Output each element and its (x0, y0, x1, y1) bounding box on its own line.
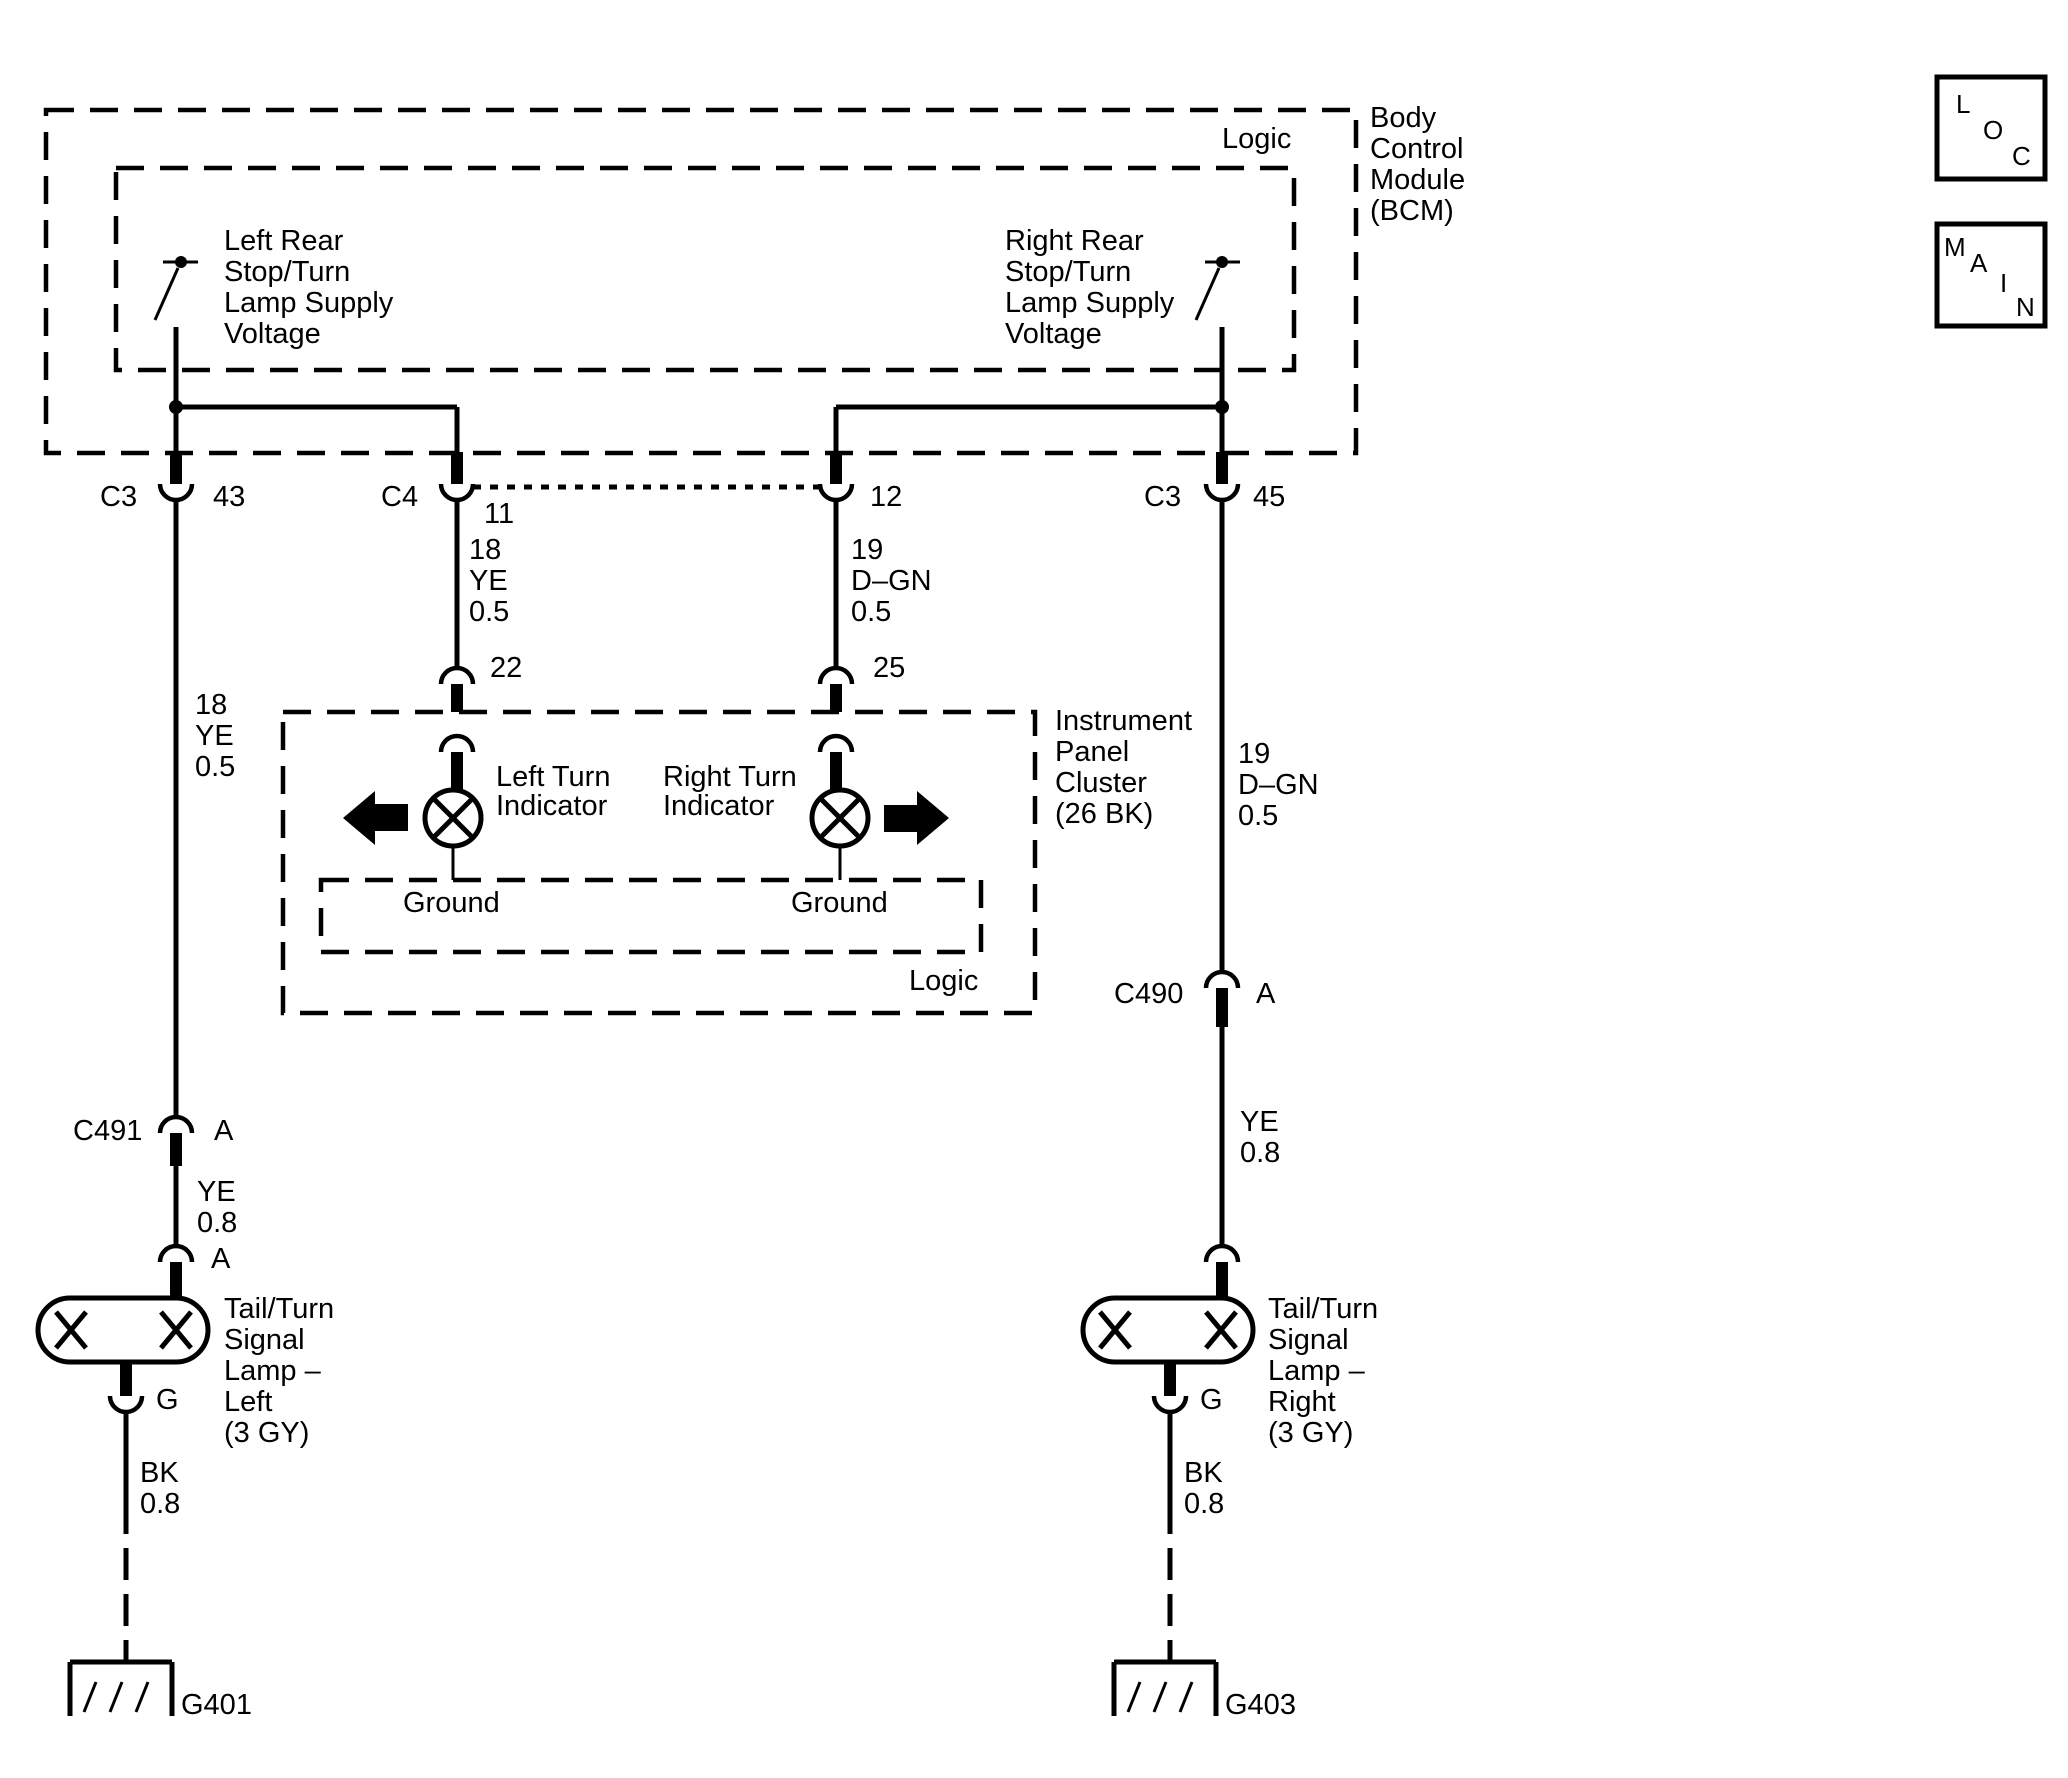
svg-text:BK: BK (140, 1457, 179, 1489)
svg-text:C3: C3 (1144, 481, 1181, 513)
loc-letter-l: L (1956, 89, 1970, 119)
left-turn-indicator-label: Left Turn Indicator (496, 761, 619, 822)
ipc-boundary (280, 709, 1038, 1016)
svg-text:A: A (214, 1115, 234, 1147)
svg-text:0.8: 0.8 (197, 1207, 237, 1239)
svg-text:C491: C491 (73, 1115, 142, 1147)
right-rear-supply-label: Right Rear Stop/Turn Lamp Supply Voltage (1005, 225, 1182, 350)
ipc-logic-boundary (318, 877, 984, 955)
svg-text:D–GN: D–GN (1238, 769, 1319, 801)
svg-text:0.5: 0.5 (469, 596, 509, 628)
right-rear-supply-switch-icon (1194, 256, 1240, 321)
right-lamp-connector-g: G (1151, 1362, 1223, 1416)
svg-text:43: 43 (213, 481, 245, 513)
svg-text:0.8: 0.8 (1184, 1488, 1224, 1520)
bcm-logic-boundary (113, 165, 1297, 373)
left-ground-label: Ground (403, 887, 500, 919)
loc-nav-button[interactable]: L O C (1934, 74, 2048, 182)
svg-text:YE: YE (1240, 1106, 1279, 1138)
wire-left-main: 18 YE 0.5 (173, 500, 235, 1117)
svg-text:25: 25 (873, 652, 905, 684)
wire-pin12-to-ipc: 19 D–GN 0.5 (833, 500, 932, 668)
svg-text:A: A (211, 1243, 231, 1275)
ipc-connector-pin-25: 25 (817, 652, 905, 712)
body-control-module: Logic Body Control Module (BCM) Left Rea… (43, 102, 1473, 456)
right-turn-indicator-lamp-icon (809, 787, 871, 880)
loc-letter-c: C (2012, 141, 2031, 171)
svg-text:45: 45 (1253, 481, 1285, 513)
wire-right-lamp-feed: YE 0.8 (1219, 1027, 1280, 1246)
svg-text:A: A (1256, 978, 1276, 1010)
left-rear-supply-switch-icon (153, 256, 198, 321)
svg-text:19: 19 (851, 534, 883, 566)
svg-text:C4: C4 (381, 481, 418, 513)
svg-text:G: G (156, 1384, 179, 1416)
ground-g401-label: G401 (181, 1689, 252, 1721)
tail-turn-lamp-left-icon (35, 1295, 211, 1365)
svg-text:0.5: 0.5 (1238, 800, 1278, 832)
right-ground-label: Ground (791, 887, 888, 919)
svg-text:BK: BK (1184, 1457, 1223, 1489)
connector-pin-12: 12 (817, 452, 902, 513)
bcm-boundary (43, 107, 1359, 456)
right-arrow-icon (884, 791, 949, 845)
svg-text:C490: C490 (1114, 978, 1183, 1010)
svg-text:G: G (1200, 1384, 1223, 1416)
left-lamp-connector-g: G (107, 1362, 179, 1416)
wire-left-ground: BK 0.8 (123, 1412, 180, 1662)
main-letter-a: A (1970, 248, 1988, 278)
right-turn-indicator-label: Right Turn Indicator (663, 761, 805, 822)
left-rear-supply-label: Left Rear Stop/Turn Lamp Supply Voltage (224, 225, 401, 350)
bcm-name-label: Body Control Module (BCM) (1370, 102, 1473, 227)
svg-text:YE: YE (195, 720, 234, 752)
main-letter-i: I (2000, 268, 2007, 298)
left-lamp-connector-a: A (157, 1243, 231, 1298)
right-lamp-connector-a (1203, 1243, 1241, 1298)
connector-c491: C491 A (73, 1114, 234, 1166)
ipc-logic-label: Logic (909, 965, 978, 997)
ground-g401-icon (67, 1659, 175, 1716)
loc-letter-o: O (1983, 115, 2003, 145)
svg-text:0.5: 0.5 (195, 751, 235, 783)
svg-text:11: 11 (484, 498, 514, 530)
ipc-name-label: Instrument Panel Cluster (26 BK) (1055, 705, 1200, 830)
main-nav-button[interactable]: M A I N (1934, 221, 2048, 329)
connector-c490: C490 A (1114, 969, 1276, 1027)
svg-text:12: 12 (870, 481, 902, 513)
svg-text:YE: YE (197, 1176, 236, 1208)
tail-turn-lamp-left-label: Tail/Turn Signal Lamp – Left (3 GY) (224, 1293, 342, 1449)
wire-left-lamp-feed: YE 0.8 (173, 1166, 237, 1246)
svg-text:D–GN: D–GN (851, 565, 932, 597)
wire-c4-to-ipc: 18 YE 0.5 (454, 500, 509, 668)
svg-text:0.5: 0.5 (851, 596, 891, 628)
svg-text:C3: C3 (100, 481, 137, 513)
ground-g403-label: G403 (1225, 1689, 1296, 1721)
svg-text:YE: YE (469, 565, 508, 597)
svg-text:22: 22 (490, 652, 522, 684)
tail-turn-lamp-right-icon (1080, 1295, 1256, 1365)
left-turn-indicator-lamp-icon (422, 787, 484, 880)
svg-text:19: 19 (1238, 738, 1270, 770)
bcm-internal-wiring (169, 327, 1229, 456)
svg-text:18: 18 (469, 534, 501, 566)
wire-right-ground: BK 0.8 (1167, 1412, 1224, 1662)
wire-right-main: 19 D–GN 0.5 (1219, 500, 1319, 972)
connector-c3-pin-43: C3 43 (100, 452, 245, 513)
svg-text:0.8: 0.8 (1240, 1137, 1280, 1169)
connector-c3-pin-45: C3 45 (1144, 452, 1285, 513)
svg-text:18: 18 (195, 689, 227, 721)
left-arrow-icon (343, 791, 408, 845)
main-letter-n: N (2016, 292, 2035, 322)
tail-turn-lamp-right-label: Tail/Turn Signal Lamp – Right (3 GY) (1268, 1293, 1386, 1449)
svg-text:0.8: 0.8 (140, 1488, 180, 1520)
instrument-panel-cluster: Logic Instrument Panel Cluster (26 BK) L… (280, 705, 1200, 1016)
ipc-connector-pin-22: 22 (438, 652, 522, 712)
ground-g403-icon (1111, 1659, 1219, 1716)
main-letter-m: M (1944, 232, 1966, 262)
bcm-logic-label: Logic (1222, 123, 1291, 155)
connector-c4-pin-11: C4 11 (381, 452, 514, 530)
